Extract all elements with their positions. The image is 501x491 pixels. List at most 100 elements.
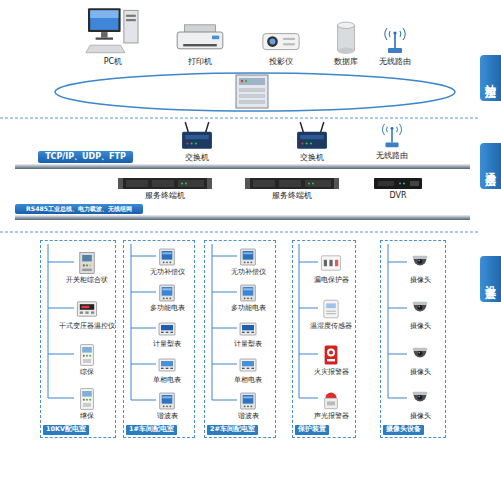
branch-wire: [212, 292, 237, 293]
terminal-node: 服务终端机: [245, 177, 339, 205]
icon-part: [240, 323, 256, 335]
icon-part: [325, 393, 336, 399]
icon-part: [83, 264, 85, 266]
icon-part: [181, 183, 183, 185]
icon-part: [243, 395, 254, 404]
icon-part: [90, 10, 118, 30]
device-label: 单相电表: [221, 376, 275, 384]
device-label: 无功补偿仪: [140, 268, 194, 276]
icon-part: [327, 359, 335, 361]
icon-part: [269, 39, 275, 45]
icon-part: [86, 45, 125, 53]
icon-part: [206, 122, 209, 133]
cabinet-panel: [239, 100, 265, 104]
device-label: 服务终端机: [118, 191, 212, 200]
branch-wire: [212, 256, 237, 257]
icon-part: [81, 345, 94, 366]
meter-node: 谐波表: [140, 391, 194, 425]
meter-node: 无功补偿仪: [140, 247, 194, 281]
icon-part: [82, 255, 92, 261]
branch-wire: [212, 364, 237, 365]
icon-part: [399, 183, 401, 185]
icon-part: [170, 332, 173, 333]
server-cabinet: [236, 75, 268, 108]
icon-part: [391, 129, 392, 142]
trunk-wire: [131, 244, 132, 400]
icon-part: [80, 311, 83, 313]
meter-node: 单相电表: [140, 355, 194, 389]
icon-part: [326, 303, 336, 308]
icon-part: [170, 368, 173, 369]
icon-part: [301, 142, 303, 144]
camera-icon: [397, 387, 443, 411]
branch-wire: [48, 398, 74, 399]
icon-part: [413, 392, 427, 395]
device-label: 摄像头: [397, 322, 443, 330]
room-group: 摄像头设备摄像头摄像头摄像头摄像头: [380, 240, 446, 438]
icon-part: [327, 349, 335, 357]
icon-part: [418, 352, 420, 354]
bus-band: RS485工业总线、电力载波、无线组网: [15, 204, 143, 214]
trunk-wire: [212, 244, 213, 400]
router-node: 无线路由: [370, 26, 420, 70]
icon-part: [207, 178, 212, 189]
icon-part: [385, 143, 398, 148]
icon-part: [243, 252, 252, 254]
branch-wire: [131, 400, 156, 401]
icon-part: [241, 393, 256, 409]
meterc-icon: [140, 319, 194, 339]
device-label: 计量型表: [221, 340, 275, 348]
icon-part: [393, 31, 396, 34]
icon-part: [89, 264, 91, 266]
icon-part: [247, 261, 249, 263]
icon-part: [338, 22, 355, 28]
icon-part: [279, 180, 301, 187]
icon-part: [83, 399, 85, 401]
icon-part: [267, 36, 278, 47]
branch-wire: [131, 256, 156, 257]
printer-node: 打印机: [166, 20, 234, 70]
icon-part: [162, 288, 171, 290]
device-label: 综保: [59, 368, 115, 376]
pc-node: PC机: [85, 6, 141, 70]
meter-node: 无功补偿仪: [221, 247, 275, 281]
group-label: 保护装置: [295, 425, 329, 435]
alarm-node: 火灾报警器: [307, 343, 355, 383]
branch-wire: [388, 398, 407, 399]
protocol-band: TCP/IP、UDP、FTP: [38, 151, 133, 163]
icon-part: [241, 249, 256, 265]
camera-node: 摄像头: [397, 387, 443, 427]
icon-part: [250, 261, 252, 263]
icon-part: [326, 311, 336, 312]
icon-part: [243, 287, 254, 296]
device-label: 无线路由: [368, 151, 416, 160]
icon-part: [242, 361, 254, 366]
cabinet-panel: [239, 78, 265, 85]
icon-part: [81, 306, 89, 308]
icon-part: [161, 325, 173, 330]
device-label: PC机: [85, 57, 141, 66]
breaker-icon: [307, 251, 355, 275]
icon-part: [253, 180, 275, 187]
icon-part: [182, 132, 212, 149]
icon-part: [244, 261, 246, 263]
icon-part: [354, 25, 355, 50]
room-group: 保护装置漏电保护器温湿度传感器火灾报警器声光报警器: [292, 240, 356, 438]
icon-part: [160, 249, 175, 265]
icon-part: [80, 253, 94, 274]
device-label: 开关柜综合状: [59, 276, 115, 284]
dvr-node: DVR: [370, 177, 426, 205]
icon-part: [251, 332, 254, 333]
layer-label: 通信层: [485, 163, 496, 169]
layer-separator: [0, 118, 480, 119]
fire-icon: [307, 343, 355, 367]
icon-part: [162, 395, 173, 404]
alarm-node: 温湿度传感器: [307, 297, 355, 337]
icon-part: [388, 48, 402, 53]
icon-part: [185, 183, 187, 185]
icon-part: [160, 285, 175, 301]
icon-part: [312, 183, 314, 185]
database-node: 数据库: [326, 20, 366, 70]
device-node: 继保: [59, 387, 115, 427]
icon-part: [247, 405, 249, 407]
